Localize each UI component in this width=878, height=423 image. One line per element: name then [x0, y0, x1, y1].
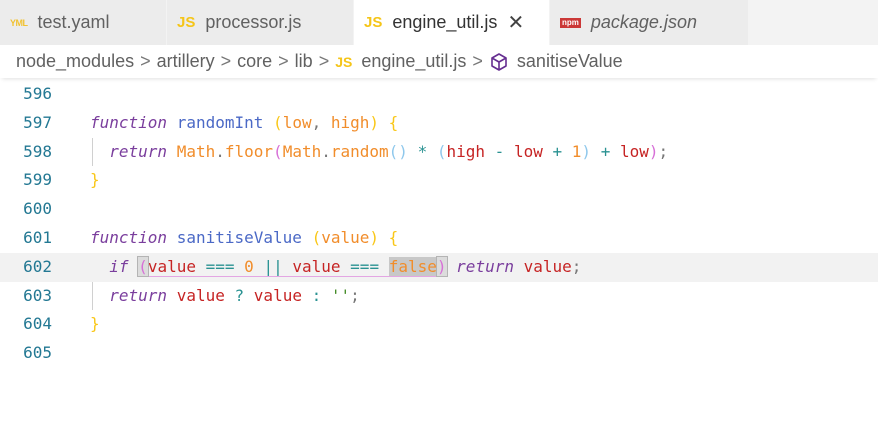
code-line: 600 — [0, 195, 878, 224]
code-line: 604 } — [0, 310, 878, 339]
indent-guide — [92, 254, 93, 310]
js-file-icon: JS — [364, 14, 383, 31]
tab-engine-util-js[interactable]: JS engine_util.js ✕ — [354, 0, 550, 45]
breadcrumb-item-node-modules[interactable]: node_modules — [16, 51, 135, 71]
js-file-icon: JS — [335, 53, 353, 70]
line-number: 603 — [23, 285, 52, 305]
npm-file-icon: npm — [560, 17, 581, 28]
breadcrumb-item-artillery[interactable]: artillery — [156, 51, 215, 71]
tab-processor-js[interactable]: JS processor.js — [167, 0, 354, 45]
line-number: 605 — [23, 343, 52, 363]
line-number: 598 — [23, 141, 52, 161]
line-number: 599 — [23, 170, 52, 190]
yaml-file-icon: YML — [10, 17, 28, 28]
breadcrumb: node_modules > artillery > core > lib > … — [0, 45, 878, 78]
code-editor[interactable]: 596 597 function randomInt (low, high) {… — [0, 78, 878, 368]
line-number: 602 — [23, 256, 52, 276]
tab-label: engine_util.js — [392, 12, 498, 32]
tab-label: processor.js — [205, 12, 302, 32]
breadcrumb-item-symbol[interactable]: sanitiseValue — [516, 51, 623, 71]
chevron-right-icon: > — [278, 51, 289, 71]
chevron-right-icon: > — [472, 51, 483, 71]
code-line: 596 — [0, 80, 878, 109]
chevron-right-icon: > — [220, 51, 232, 71]
js-file-icon: JS — [177, 14, 196, 31]
chevron-right-icon: > — [140, 51, 151, 71]
indent-guide — [92, 138, 93, 166]
code-line: 599 } — [0, 166, 878, 195]
code-line: 603 return value ? value : ''; — [0, 282, 878, 311]
code-line: 605 — [0, 339, 878, 368]
code-line: 601 function sanitiseValue (value) { — [0, 224, 878, 253]
line-number: 596 — [23, 84, 52, 103]
line-number: 600 — [23, 199, 52, 219]
breadcrumb-item-core[interactable]: core — [237, 51, 273, 71]
line-number: 601 — [23, 227, 52, 247]
tab-package-json[interactable]: npm package.json — [550, 0, 749, 45]
code-line: 598 return Math.floor(Math.random() * (h… — [0, 138, 878, 167]
code-line: 597 function randomInt (low, high) { — [0, 109, 878, 138]
code-line-current: 602 if (value === 0 || value === false) … — [0, 252, 878, 282]
breadcrumb-item-lib[interactable]: lib — [294, 51, 313, 71]
breadcrumb-item-file[interactable]: engine_util.js — [361, 51, 467, 71]
editor-tab-bar: YML test.yaml JS processor.js JS engine_… — [0, 0, 878, 45]
tab-label: test.yaml — [37, 12, 110, 32]
tab-test-yaml[interactable]: YML test.yaml — [0, 0, 167, 45]
tab-label: package.json — [590, 12, 697, 32]
line-number: 597 — [23, 112, 52, 132]
symbol-method-icon — [489, 52, 509, 72]
chevron-right-icon: > — [318, 51, 330, 71]
close-tab-icon[interactable]: ✕ — [507, 12, 525, 34]
line-number: 604 — [23, 314, 52, 334]
